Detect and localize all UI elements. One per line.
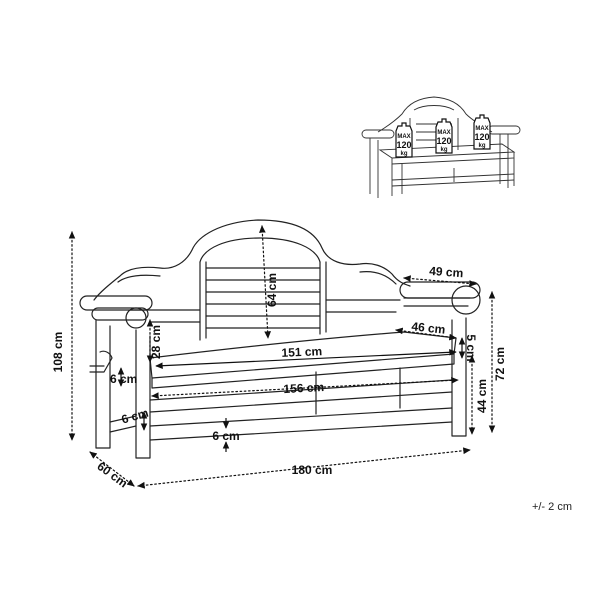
tolerance-note: +/- 2 cm [532,501,572,513]
label-seat-depth: 46 cm [411,319,446,336]
label-overall-height: 108 cm [51,332,65,373]
weight-tag-3: MAX 120 kg [473,114,491,150]
svg-text:kg: kg [440,147,447,153]
weight-tag-2: MAX 120 kg [435,118,453,154]
label-overall-width: 180 cm [292,463,333,477]
label-inner-width: 156 cm [283,380,324,396]
label-stretcher-front: 6 cm [120,406,150,427]
svg-text:120: 120 [436,136,451,146]
label-back-height: 64 cm [265,273,279,307]
label-backrest-height: 28 cm [149,325,163,359]
label-seat-thickness: 5 cm [464,334,478,361]
bench-drawing [79,219,481,459]
label-seat-width: 151 cm [281,344,322,360]
svg-text:120: 120 [396,140,411,150]
label-armrest-length: 49 cm [429,264,464,280]
label-arm-height: 72 cm [493,347,507,381]
dimension-lines [68,225,496,489]
weight-tag-1: MAX 120 kg [395,122,413,158]
svg-text:120: 120 [474,132,489,142]
svg-text:kg: kg [478,143,485,149]
label-depth: 60 cm [94,459,130,490]
label-stretcher-bottom: 6 cm [212,429,239,443]
bench-thumbnail [361,96,521,198]
svg-text:MAX: MAX [475,126,488,132]
label-cushion-thickness: 6 cm [110,372,137,386]
svg-text:MAX: MAX [397,134,410,140]
label-seat-height: 44 cm [475,379,489,413]
svg-text:MAX: MAX [437,130,450,136]
svg-text:kg: kg [400,151,407,157]
